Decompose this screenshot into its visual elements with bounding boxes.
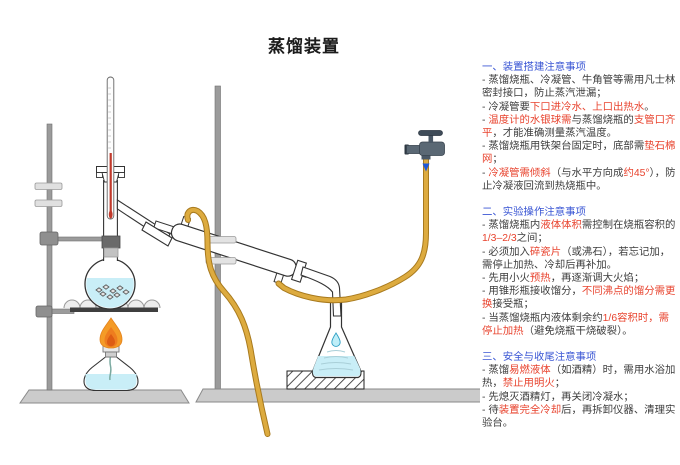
note-segment: - 待 (482, 404, 499, 416)
note-segment: - 必须加入 (482, 246, 530, 258)
water-inlet-tube (275, 153, 429, 304)
note-segment: 约45° (623, 167, 650, 179)
section-heading: 三、安全与收尾注意事项 (482, 352, 597, 364)
note-segment: - 冷凝管要 (482, 101, 530, 113)
note-segment: 温度计的水银球需 (488, 114, 572, 126)
note-line: - 冷凝管需倾斜（与水平方向成约45°），防止冷凝液回流到热烧瓶中。 (482, 167, 679, 193)
notes-section: 三、安全与收尾注意事项- 蒸馏易燃液体（如酒精）时，需用水浴加热，禁止用明火；-… (482, 351, 679, 430)
note-segment: 。 (644, 101, 655, 113)
note-segment: 1/3–2/3 (482, 233, 517, 245)
note-line: - 必须加入碎瓷片（或沸石），若忘记加，需停止加热、冷却后再补加。 (482, 246, 679, 272)
ripples (318, 350, 354, 371)
note-segment: 支管口齐平 (482, 114, 676, 140)
note-segment: - 蒸馏 (482, 365, 510, 377)
condenser (141, 215, 309, 285)
flow-direction-arrow (422, 163, 430, 172)
note-line: - 温度计的水银球需与蒸馏烧瓶的支管口齐平，才能准确测量蒸汽温度。 (482, 114, 679, 140)
water-faucet (404, 130, 445, 160)
note-segment: 接受瓶； (492, 299, 534, 311)
note-segment: - 当蒸馏烧瓶内液体剩余约 (482, 312, 603, 324)
note-segment: - (482, 167, 489, 179)
note-line: - 待装置完全冷却后，再拆卸仪器、清理实验台。 (482, 404, 679, 430)
notes-panel: 一、装置搭建注意事项 - 蒸馏烧瓶、冷凝管、牛角管等需用凡士林密封接口，防止蒸汽泄… (482, 61, 679, 430)
notes-section: 二、实验操作注意事项- 蒸馏烧瓶内液体体积需控制在烧瓶容积的 1/3–2/3之间；… (482, 206, 679, 338)
note-line: - 蒸馏易燃液体（如酒精）时，需用水浴加热，禁止用明火； (482, 364, 679, 390)
note-segment: 禁止用明火 (502, 378, 555, 390)
ring-clamp (35, 305, 75, 318)
thermometer (106, 76, 115, 220)
note-segment: - 先熄灭酒精灯，再关闭冷凝水； (482, 391, 634, 403)
note-segment: 装置完全冷却 (498, 404, 562, 416)
note-segment: - 蒸馏烧瓶内 (482, 220, 541, 232)
mercury-bulb (108, 210, 113, 219)
notes-section: 一、装置搭建注意事项 - 蒸馏烧瓶、冷凝管、牛角管等需用凡士林密封接口，防止蒸汽泄… (482, 61, 679, 193)
receiving-adapter (300, 266, 342, 317)
note-segment: 碎瓷片 (529, 246, 562, 258)
water-outlet-tube (184, 206, 271, 437)
note-segment: ），防止冷凝液回流到热烧瓶中。 (482, 167, 676, 192)
section-heading: 一、装置搭建注意事项 (482, 62, 586, 73)
note-segment: （如酒精）时，需用水浴加热， (482, 365, 676, 390)
neck-clamp-jaw (101, 235, 121, 258)
note-line: - 先熄灭酒精灯，再关闭冷凝水； (482, 391, 679, 404)
distillation-apparatus-diagram (19, 76, 480, 437)
note-segment: 预热 (529, 273, 551, 285)
note-segment: 下口进冷水、上口出热水 (529, 101, 645, 113)
side-arm-joint (141, 221, 173, 247)
note-segment: - 先用小火 (482, 273, 530, 285)
note-line: - 当蒸馏烧瓶内液体剩余约1/6容积时，需停止加热（避免烧瓶干烧破裂）。 (482, 312, 679, 338)
note-segment: - 蒸馏烧瓶、冷凝管、牛角管等需用凡士林密封接口，防止蒸汽泄漏； (482, 75, 676, 100)
note-segment: ； (554, 378, 566, 390)
note-segment: ； (492, 154, 503, 166)
note-line: - 蒸馏烧瓶用铁架台固定时，底部需垫石棉网； (482, 140, 679, 166)
note-segment: 冷凝管需倾斜 (488, 167, 551, 179)
note-line: - 冷凝管要下口进冷水、上口出热水。 (482, 101, 679, 114)
note-segment: 液体体积 (540, 220, 582, 232)
note-segment: （避免烧瓶干烧破裂）。 (523, 325, 633, 337)
note-segment: 与蒸馏烧瓶的 (571, 114, 634, 126)
note-segment: 不同沸点的馏分需更换 (482, 286, 676, 311)
note-segment: 垫石棉网 (482, 141, 676, 166)
note-line: - 蒸馏烧瓶、冷凝管、牛角管等需用凡士林密封接口，防止蒸汽泄漏； (482, 74, 679, 100)
note-segment: 1/6容积时，需停止加热 (482, 312, 670, 337)
note-segment: 需控制在烧瓶容积的 (581, 220, 676, 232)
note-line: - 用锥形瓶接收馏分，不同沸点的馏分需更换接受瓶； (482, 285, 679, 311)
note-segment: ，再逐渐调大火焰； (550, 273, 645, 285)
note-segment: - (482, 114, 489, 126)
left-iron-stand (19, 123, 190, 404)
alcohol-lamp (83, 344, 139, 392)
section-heading: 二、实验操作注意事项 (482, 207, 586, 219)
note-line: - 蒸馏烧瓶内液体体积需控制在烧瓶容积的 1/3–2/3之间； (482, 219, 679, 245)
note-segment: （或沸石），若忘记加，需停止加热、冷却后再补加。 (482, 246, 671, 271)
distillate-liquid (312, 356, 361, 377)
lamp-liquid (85, 374, 137, 390)
note-segment: ，才能准确测量蒸汽温度。 (492, 128, 618, 140)
note-segment: - 用锥形瓶接收馏分， (482, 286, 582, 298)
note-segment: 之间； (516, 233, 548, 245)
thermometer-scale (108, 87, 111, 149)
condenser-jacket (170, 223, 297, 277)
boiling-chips (95, 284, 130, 300)
mercury-column (109, 153, 112, 213)
note-segment: - 蒸馏烧瓶用铁架台固定时，底部需 (482, 141, 645, 153)
page-title: 蒸馏装置 (268, 37, 340, 56)
note-line: - 先用小火预热，再逐渐调大火焰； (482, 272, 679, 285)
note-segment: 后，再拆卸仪器、清理实验台。 (482, 404, 676, 430)
note-segment: （与水平方向成 (550, 167, 624, 179)
note-segment: 易燃液体 (509, 365, 551, 377)
distillate-droplet (331, 332, 341, 347)
flame (99, 317, 123, 349)
